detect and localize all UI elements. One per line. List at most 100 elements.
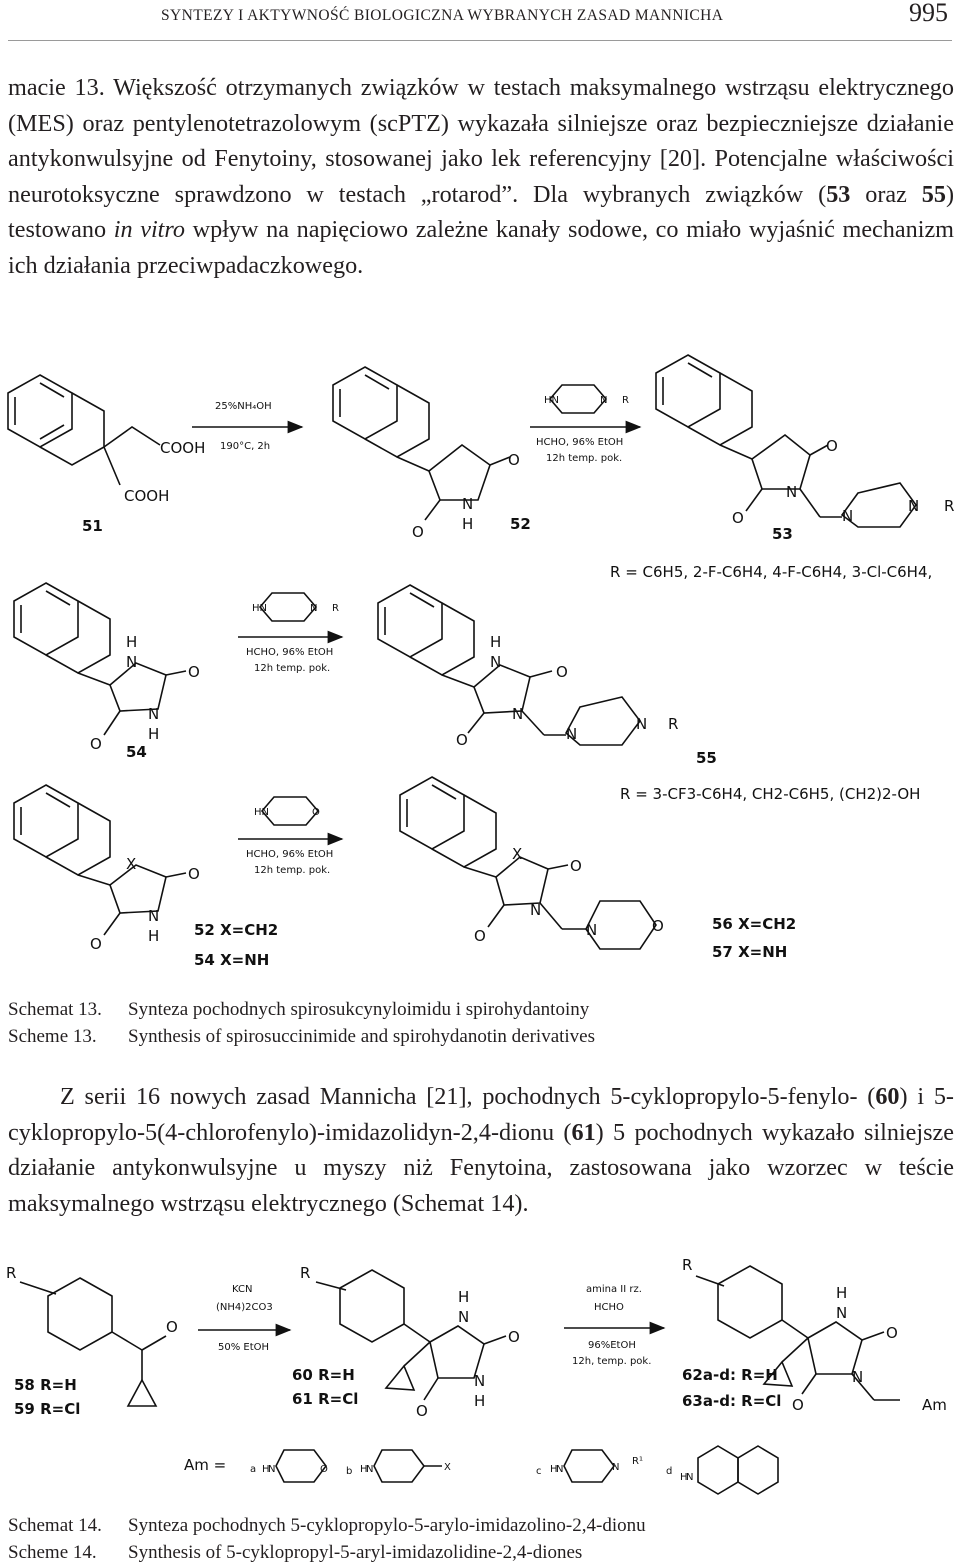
atom-hn: HN <box>252 603 267 614</box>
atom-h: H <box>148 927 159 945</box>
r-groups-55: R = 3-CF3-C6H4, CH2-C6H5, (CH2)2-OH <box>620 785 920 803</box>
atom-r: R <box>300 1264 310 1282</box>
atom-n: N <box>268 1464 275 1475</box>
am-label-c: c <box>536 1466 542 1477</box>
para1-text-a: macie 13. Większość otrzymanych związków… <box>8 74 954 208</box>
running-header: SYNTEZY I AKTYWNOŚĆ BIOLOGICZNA WYBRANYC… <box>8 0 952 41</box>
atom-n: N <box>366 1464 373 1475</box>
atom-n: N <box>686 1472 693 1483</box>
compound-label-52: 52 <box>510 515 531 533</box>
atom-n: N <box>908 497 919 515</box>
para1-text-b: oraz <box>850 180 922 208</box>
reagent-etoh: 50% EtOH <box>218 1342 269 1353</box>
atom-r: R <box>6 1264 16 1282</box>
atom-h: H <box>550 1464 558 1475</box>
caption-en: Scheme 13. Synthesis of spirosuccinimide … <box>8 1023 595 1050</box>
atom-h: H <box>462 515 473 533</box>
atom-n: N <box>556 1464 563 1475</box>
structure-60-61: R H N O N H O 60 R=H 61 R=Cl <box>292 1264 520 1420</box>
atom-h: H <box>262 1464 270 1475</box>
atom-hn: HN <box>254 807 269 818</box>
reagent-conditions: 12h, temp. pok. <box>572 1356 651 1367</box>
atom-n: N <box>490 653 501 671</box>
atom-o: O <box>556 663 568 681</box>
compound-ref-55: 55 <box>921 180 946 208</box>
reagent-hcho: HCHO, 96% EtOH <box>246 849 333 860</box>
structure-52-54-x: X O N H O <box>13 784 200 953</box>
reaction-arrow-5: KCN (NH4)2CO3 50% EtOH <box>198 1284 292 1353</box>
atom-x: X <box>444 1462 451 1473</box>
caption-text: Synthesis of 5-cyklopropyl-5-aryl-imidaz… <box>128 1542 583 1563</box>
atom-o: O <box>188 865 200 883</box>
compound-label-54-x: 54 X=NH <box>194 951 269 969</box>
atom-n: N <box>842 507 853 525</box>
structure-52: O O N H 52 <box>332 366 531 541</box>
atom-r: R <box>668 715 678 733</box>
scheme-13-svg: COOH COOH 51 25%NH₄OH 190°C, 2h O O N H … <box>7 354 954 969</box>
atom-o: O <box>826 437 838 455</box>
compound-ref-61: 61 <box>571 1118 596 1146</box>
structure-54: H N O N H O 54 <box>13 582 200 761</box>
reagent-conditions: 12h temp. pok. <box>254 865 330 876</box>
reaction-arrow-1: 25%NH₄OH 190°C, 2h <box>192 401 304 452</box>
atom-n: N <box>126 653 137 671</box>
atom-o: O <box>90 735 102 753</box>
atom-n: N <box>310 603 317 614</box>
atom-h: H <box>680 1472 688 1483</box>
reagent-conditions: 12h temp. pok. <box>254 663 330 674</box>
compound-label-62: 62a-d: R=H <box>682 1366 778 1384</box>
compound-label-55: 55 <box>696 749 717 767</box>
reagent-conditions-1: 190°C, 2h <box>220 441 270 452</box>
atom-r: R <box>682 1256 692 1274</box>
atom-o: O <box>886 1324 898 1342</box>
para1-text-d: wpływ na napięciowo zależne kanały sodow… <box>8 216 954 279</box>
atom-h: H <box>474 1392 485 1410</box>
compound-label-59: 59 R=Cl <box>14 1400 80 1418</box>
structure-51: COOH COOH 51 <box>7 374 205 535</box>
atom-n: N <box>836 1304 847 1322</box>
atom-h: H <box>126 633 137 651</box>
reaction-arrow-3: HN N R HCHO, 96% EtOH 12h temp. pok. <box>238 592 344 674</box>
paragraph-2: Z serii 16 nowych zasad Mannicha [21], p… <box>8 1079 954 1221</box>
scheme-14-svg: R O 58 R=H 59 R=Cl KCN (NH4)2CO3 50% EtO… <box>6 1256 947 1495</box>
atom-o: O <box>416 1402 428 1420</box>
caption-text: Synthesis of spirosuccinimide and spiroh… <box>128 1026 596 1047</box>
atom-h: H <box>490 633 501 651</box>
caption-text: Synteza pochodnych spirosukcynyloimidu i… <box>128 999 590 1020</box>
am-equals: Am = <box>184 1456 226 1474</box>
am-label-d: d <box>666 1466 672 1477</box>
atom-o: O <box>732 509 744 527</box>
reaction-arrow-4: HN O HCHO, 96% EtOH 12h temp. pok. 52 X=… <box>194 796 344 969</box>
atom-n: N <box>566 725 577 743</box>
caption-label: Schemat 13. <box>8 999 102 1020</box>
atom-n: N <box>612 1462 619 1473</box>
compound-label-52-x: 52 X=CH2 <box>194 921 278 939</box>
structure-56-57: X O N N O O 56 X=CH2 57 X=NH <box>399 776 796 961</box>
compound-label-60: 60 R=H <box>292 1366 355 1384</box>
reagent-hcho: HCHO, 96% EtOH <box>536 437 623 448</box>
reagent-kcn: KCN <box>232 1284 252 1295</box>
atom-o: O <box>474 927 486 945</box>
reagent-amine: amina II rz. <box>586 1284 642 1295</box>
am-label-a: a <box>250 1464 256 1475</box>
scheme-14-caption: Schemat 14.Synteza pochodnych 5-cyklopro… <box>8 1512 646 1566</box>
compound-label-57: 57 X=NH <box>712 943 787 961</box>
amine-legend: Am = a H N O b H N X c H N N R¹ d H N <box>184 1445 779 1495</box>
caption-label: Scheme 13. <box>8 1026 97 1047</box>
atom-n: N <box>636 715 647 733</box>
atom-n: N <box>786 483 797 501</box>
atom-n: N <box>530 901 541 919</box>
scheme-13-caption: Schemat 13. Synteza pochodnych spirosukcy… <box>8 996 595 1050</box>
atom-h: H <box>836 1284 847 1302</box>
atom-r: R <box>622 395 629 406</box>
reagent-hcho: HCHO, 96% EtOH <box>246 647 333 658</box>
atom-o: O <box>312 807 320 818</box>
para2-text-a: Z serii 16 nowych zasad Mannicha [21], p… <box>60 1083 876 1110</box>
reagent-nh4oh: 25%NH₄OH <box>215 401 272 412</box>
para1-text-c: ) testowano <box>8 180 955 244</box>
reagent-etoh: 96%EtOH <box>588 1340 636 1351</box>
atom-n: N <box>462 495 473 513</box>
atom-h: H <box>148 725 159 743</box>
compound-label-53: 53 <box>772 525 793 543</box>
atom-n: N <box>148 705 159 723</box>
